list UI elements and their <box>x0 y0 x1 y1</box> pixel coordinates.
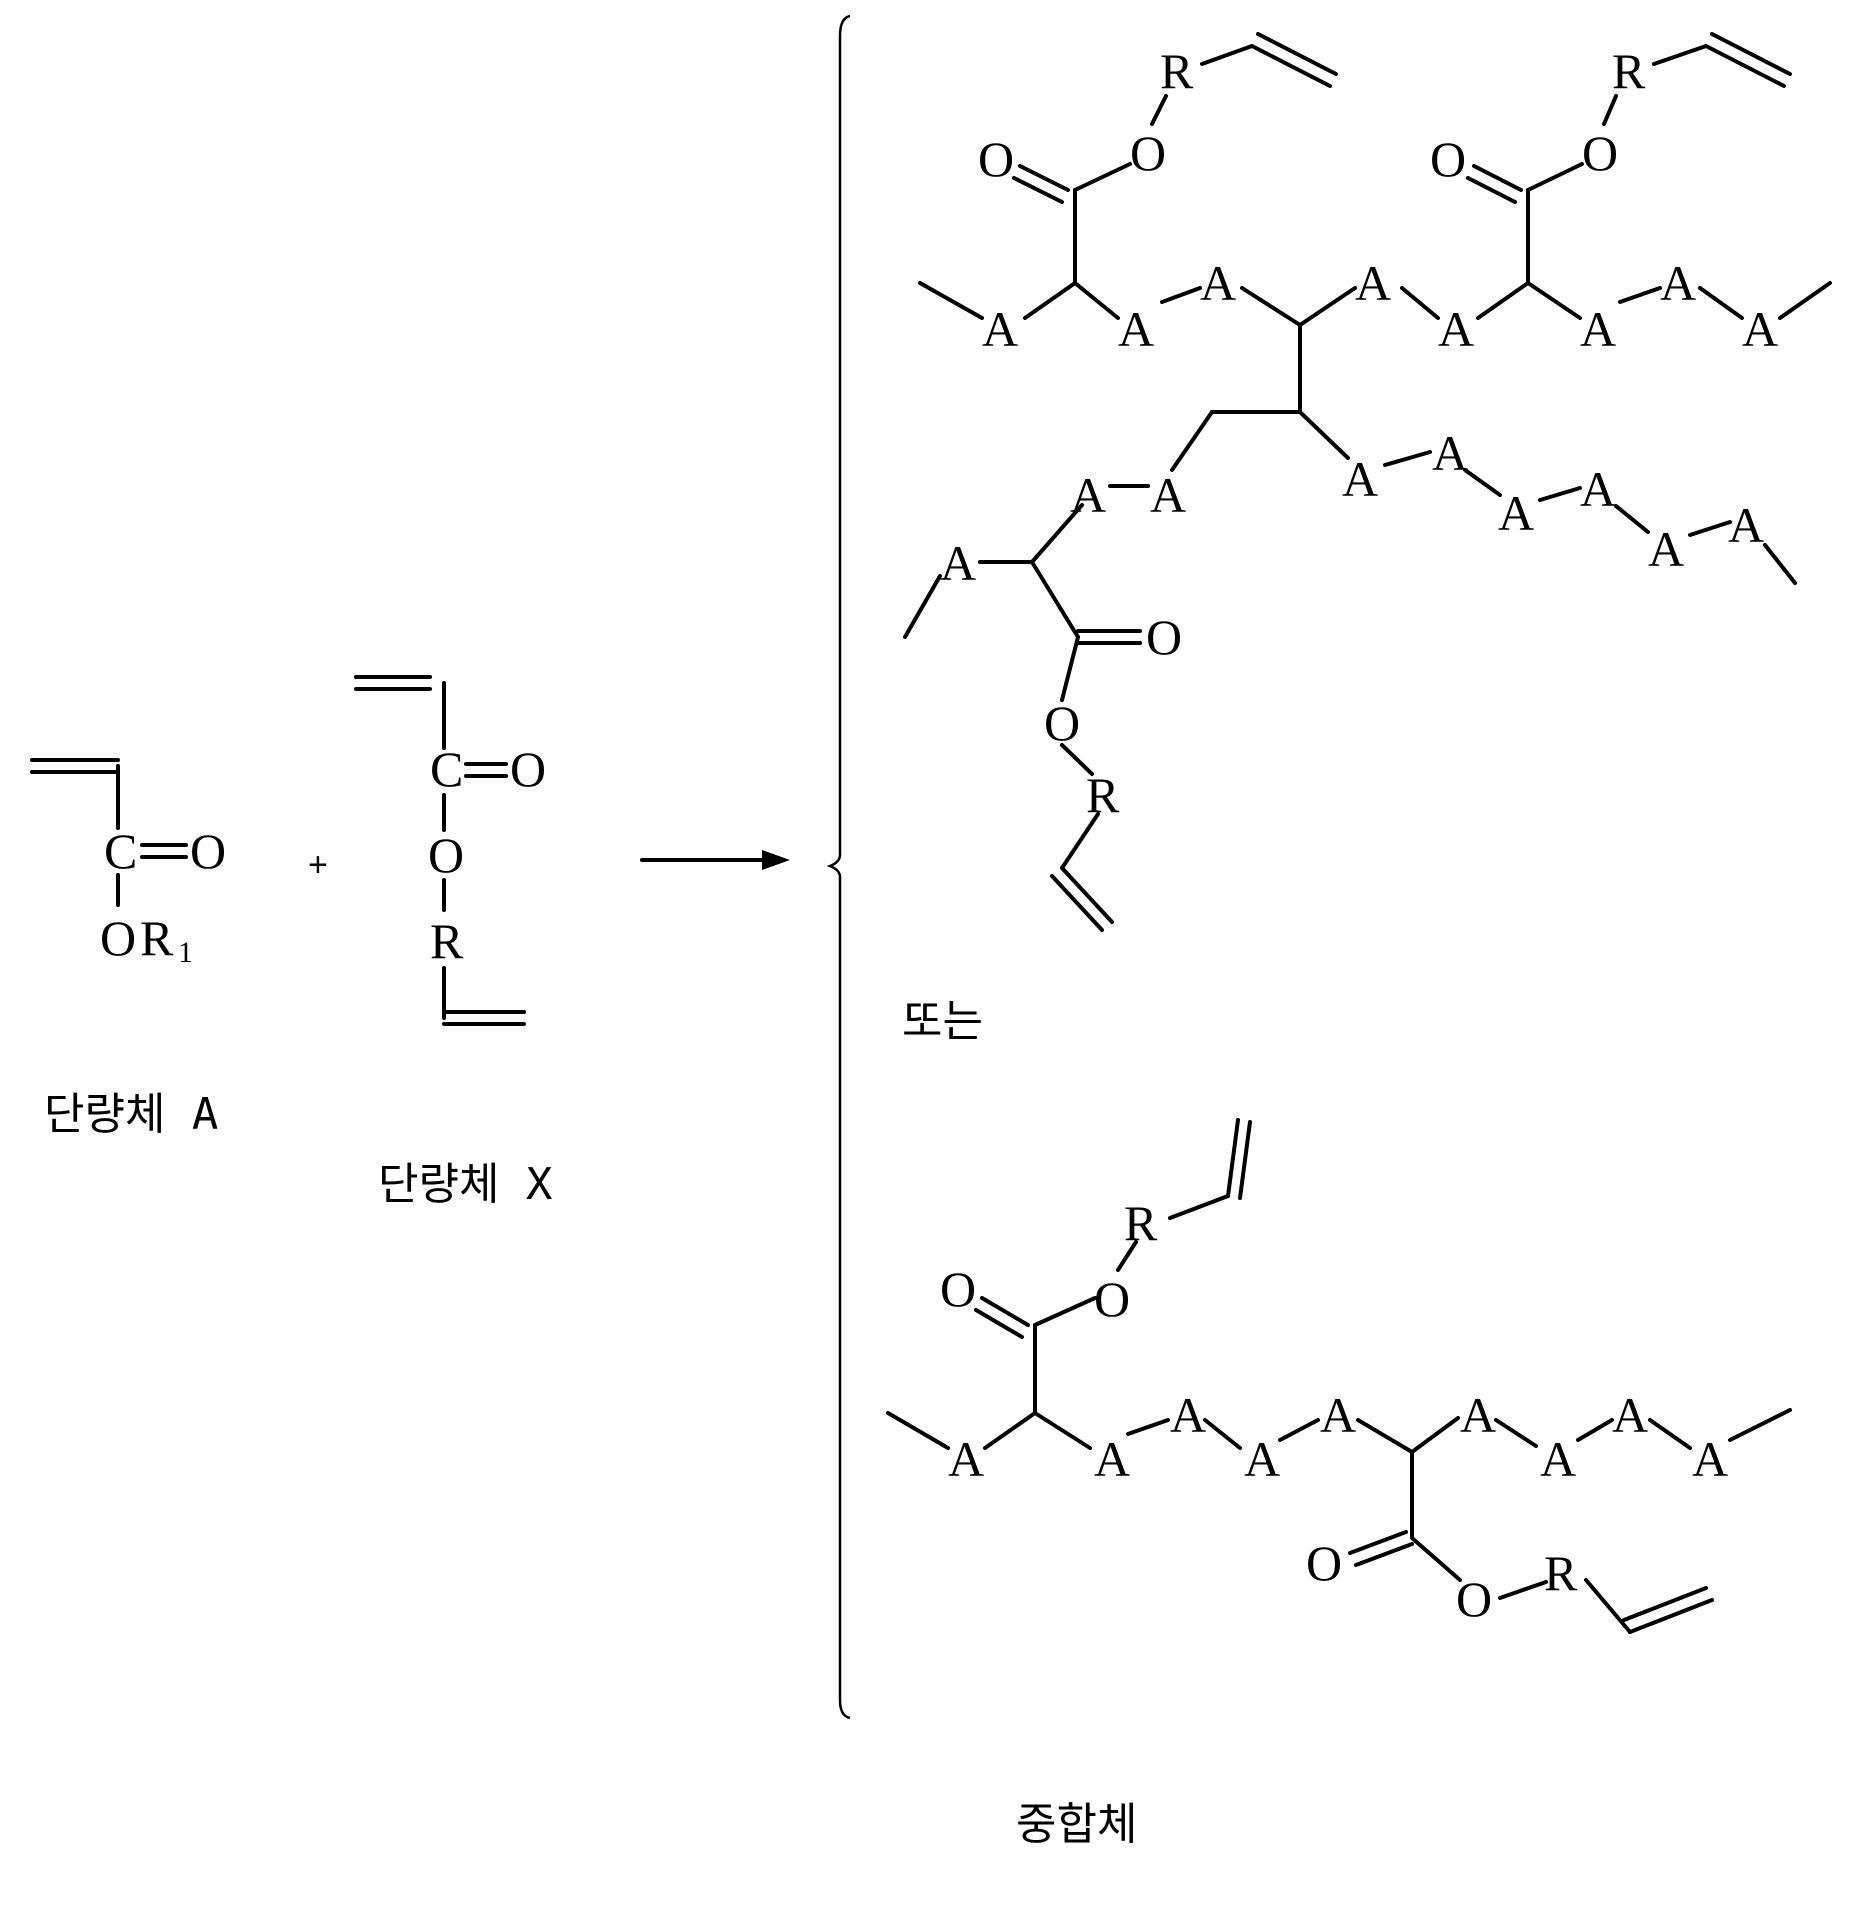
or-label: 또는 <box>902 985 983 1049</box>
atom-a: A <box>1692 1431 1728 1487</box>
atom-o: O <box>1146 609 1182 665</box>
atom-a: A <box>1150 467 1186 523</box>
atom-a: A <box>948 1431 984 1487</box>
monomer-x-structure: C O O R <box>356 677 546 1024</box>
atom-c: C <box>430 741 463 797</box>
atom-a: A <box>1728 497 1764 553</box>
monomer-a-structure: C O O R 1 <box>32 760 226 969</box>
linear-polymer-atoms: A A A A A A A A A O O R O O R <box>940 1195 1728 1627</box>
polymer-label: 중합체 <box>1016 1788 1137 1852</box>
atom-r: R <box>1544 1545 1578 1601</box>
atom-a: A <box>1118 301 1154 357</box>
atom-r: R <box>1612 43 1646 99</box>
atom-a: A <box>940 535 976 591</box>
atom-a: A <box>1342 451 1378 507</box>
atom-r: R <box>1124 1195 1158 1251</box>
atom-a: A <box>1320 1387 1356 1443</box>
product-brace <box>830 16 850 1718</box>
atom-o: O <box>1094 1271 1130 1327</box>
atom-a: A <box>1355 255 1391 311</box>
atom-a: A <box>1580 301 1616 357</box>
branched-polymer-atoms: A A A A A A A A O O R O O R A A A A A A … <box>940 43 1778 823</box>
atom-a: A <box>1660 255 1696 311</box>
atom-a: A <box>982 301 1018 357</box>
atom-o: O <box>1582 125 1618 181</box>
atom-a: A <box>1438 301 1474 357</box>
atom-a: A <box>1580 461 1616 517</box>
atom-c: C <box>104 823 137 879</box>
atom-r: R <box>1160 43 1194 99</box>
atom-o: O <box>1306 1535 1342 1591</box>
atom-a: A <box>1244 1431 1280 1487</box>
atom-a: A <box>1070 467 1106 523</box>
atom-r: R <box>430 913 464 969</box>
atom-a: A <box>1432 425 1468 481</box>
atom-a: A <box>1170 1387 1206 1443</box>
atom-r-subscript: 1 <box>178 936 193 969</box>
atom-a: A <box>1094 1431 1130 1487</box>
atom-o: O <box>190 823 226 879</box>
monomer-a-label: 단량체 A <box>44 1078 218 1142</box>
plus-sign: + <box>308 846 328 884</box>
atom-o: O <box>978 131 1014 187</box>
monomer-x-label: 단량체 X <box>378 1148 552 1212</box>
atom-a: A <box>1460 1387 1496 1443</box>
atom-o: O <box>1456 1571 1492 1627</box>
atom-a: A <box>1612 1387 1648 1443</box>
atom-r: R <box>1086 767 1120 823</box>
atom-o: O <box>510 741 546 797</box>
atom-a: A <box>1200 255 1236 311</box>
atom-a: A <box>1498 485 1534 541</box>
atom-o: O <box>1430 131 1466 187</box>
atom-o: O <box>428 827 464 883</box>
reaction-arrow <box>642 850 790 870</box>
atom-r: R <box>140 910 174 966</box>
atom-o: O <box>1044 695 1080 751</box>
atom-o: O <box>100 910 136 966</box>
atom-o: O <box>940 1261 976 1317</box>
atom-o: O <box>1130 125 1166 181</box>
atom-a: A <box>1742 301 1778 357</box>
atom-a: A <box>1540 1431 1576 1487</box>
atom-a: A <box>1648 521 1684 577</box>
